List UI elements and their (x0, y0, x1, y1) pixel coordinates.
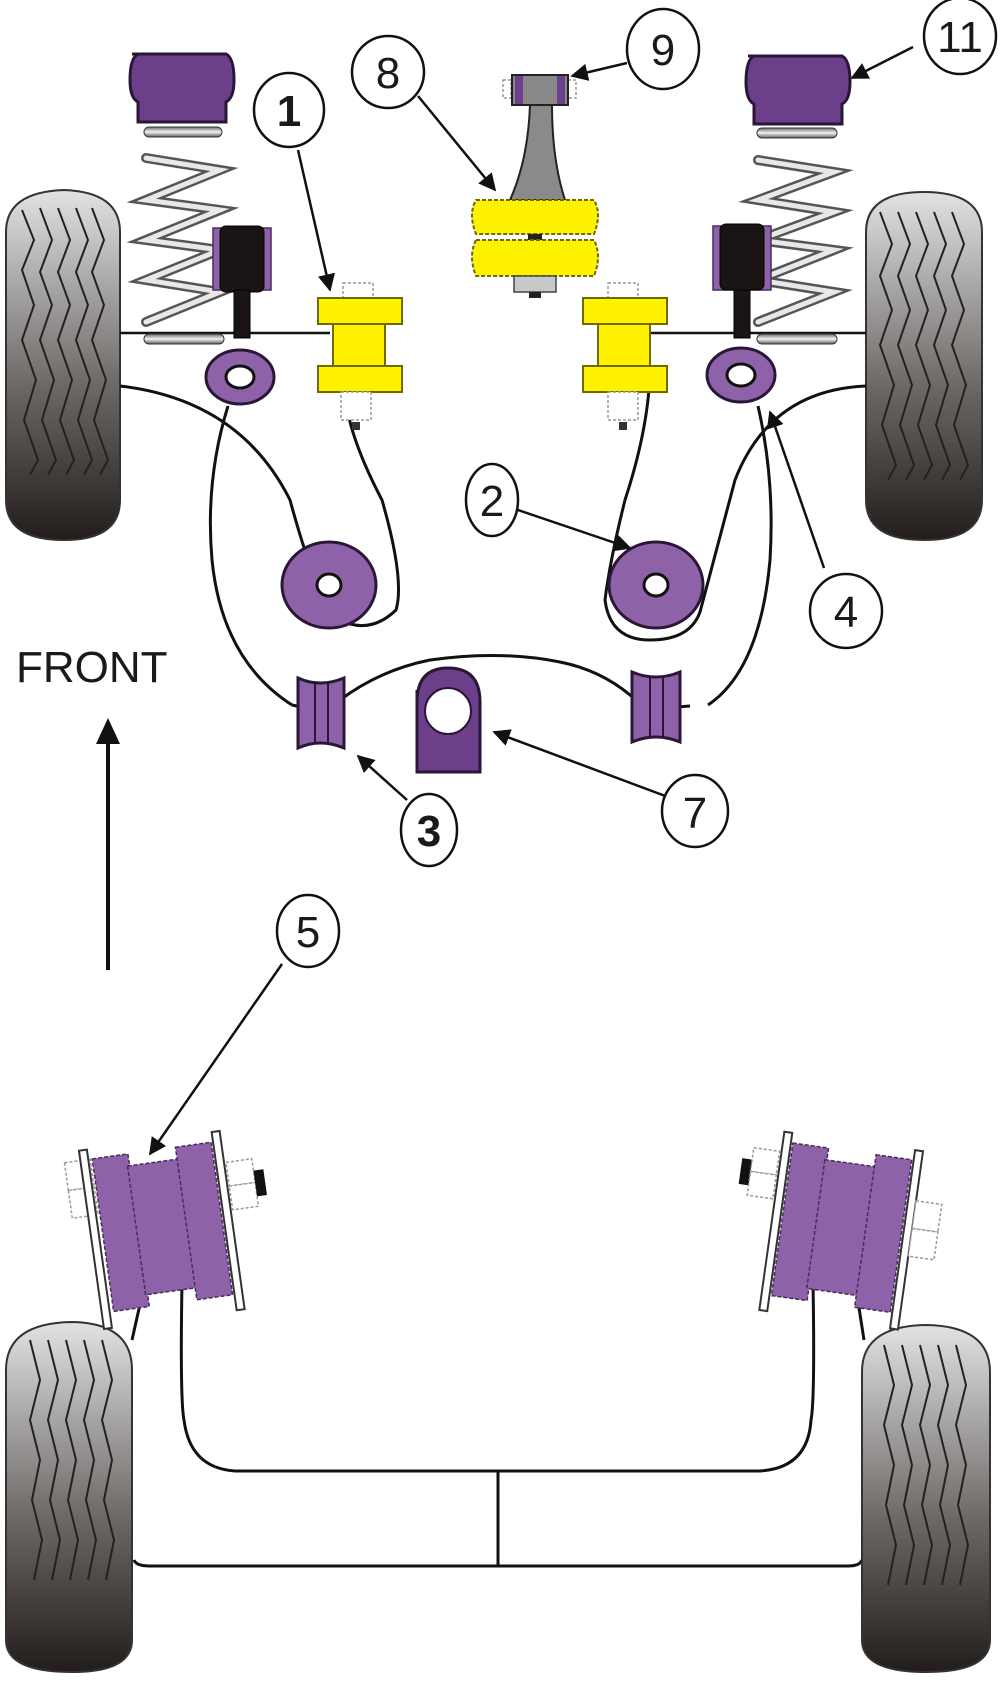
right-anti-roll-bar-bush (630, 669, 682, 745)
svg-text:4: 4 (834, 588, 858, 637)
callout-1-leader (296, 149, 336, 292)
right-subframe-mount-bush (582, 282, 668, 430)
left-lower-arm (119, 372, 401, 707)
svg-text:8: 8 (376, 49, 400, 98)
callout-11: 11 (922, 0, 998, 76)
callout-7: 7 (660, 773, 730, 849)
left-lower-arm-rear-bush (280, 540, 378, 630)
callout-7-leader (492, 729, 669, 799)
callout-9: 9 (625, 7, 701, 91)
callout-4: 4 (808, 572, 884, 650)
callout-1: 1 (252, 71, 326, 149)
anti-roll-bar (291, 653, 691, 710)
rear-right-tyre (861, 1323, 991, 1674)
left-lower-arm-front-bush (204, 348, 276, 406)
callout-8-leader (417, 95, 497, 192)
svg-text:5: 5 (296, 908, 320, 957)
tyre-tread (28, 1339, 116, 1581)
right-lower-arm-rear-bush (607, 540, 705, 630)
callout-5-leader (148, 963, 284, 1156)
right-top-mount-bush (744, 54, 852, 126)
right-drop-link (712, 223, 772, 339)
left-drop-link (212, 225, 272, 339)
callout-5: 5 (275, 893, 341, 969)
engine-mount-insert-upper (471, 199, 599, 235)
rear-left-beam-mount-bush (63, 1129, 267, 1331)
right-lower-arm (603, 372, 867, 707)
front-right-tyre (865, 190, 983, 542)
svg-text:2: 2 (480, 477, 504, 526)
svg-text:7: 7 (683, 789, 707, 838)
rear-right-beam-mount-bush (738, 1130, 943, 1331)
callout-11-leader (850, 45, 914, 80)
callout-3: 3 (399, 792, 459, 868)
front-left-tyre (5, 188, 121, 542)
callout-9-leader (570, 61, 628, 81)
front-direction-indicator: FRONT (16, 643, 168, 970)
left-anti-roll-bar-bush (296, 675, 346, 751)
rear-left-tyre (5, 1320, 133, 1674)
left-coil-spring (126, 126, 240, 345)
tyre-tread (882, 1344, 970, 1586)
tyre-tread (878, 211, 970, 481)
svg-text:9: 9 (651, 26, 675, 75)
svg-text:11: 11 (937, 13, 983, 62)
svg-text:3: 3 (417, 807, 441, 856)
front-label: FRONT (16, 643, 168, 692)
engine-mount-assembly (471, 74, 599, 298)
anti-roll-bar-mount-bush (415, 666, 482, 774)
left-top-mount-bush (128, 52, 236, 124)
callout-2: 2 (464, 462, 520, 538)
front-arrow-head-icon (96, 718, 120, 744)
engine-mount-insert-lower (471, 239, 599, 277)
callout-3-leader (356, 754, 408, 801)
callout-8: 8 (350, 34, 426, 110)
left-subframe-mount-bush (317, 282, 403, 430)
right-lower-arm-front-bush (705, 346, 777, 404)
callout-2-leader (511, 506, 632, 552)
svg-text:1: 1 (277, 87, 301, 136)
callout-4-leader (766, 410, 826, 569)
rear-beam (130, 1281, 866, 1568)
tyre-tread (20, 207, 110, 476)
